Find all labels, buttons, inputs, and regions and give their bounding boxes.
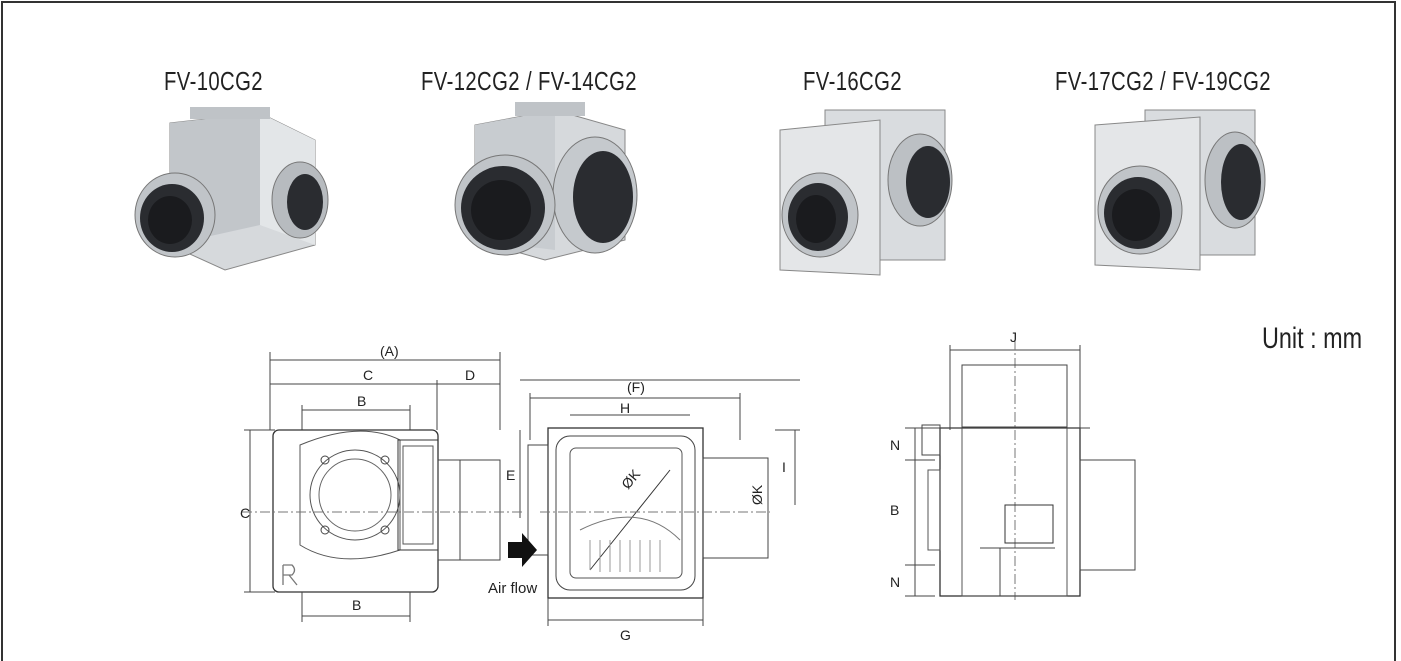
dim-label-b-bottom: B [352,597,361,613]
dim-label-k-diag: ØK [618,466,644,492]
dim-label-b-top: B [357,393,366,409]
dim-label-a: (A) [380,343,399,359]
model-title-fv-17cg2-fv-19cg2: FV-17CG2 / FV-19CG2 [1055,66,1271,96]
product-image-fv-12cg2-fv-14cg2 [454,102,638,261]
dim-label-h: H [620,400,630,416]
dim-label-g: G [620,627,631,643]
product-image-fv-17cg2-fv-19cg2 [1094,109,1266,271]
dim-label-d: D [465,367,475,383]
dim-label-k-side: ØK [749,484,765,505]
dim-label-j: J [1010,329,1017,345]
product-image-fv-16cg2 [779,109,953,276]
dim-label-n-bottom: N [890,574,900,590]
dim-label-c-left: C [240,505,250,521]
dim-label-n-top: N [890,437,900,453]
unit-label: Unit : mm [1262,322,1363,355]
airflow-arrow-icon [508,533,537,567]
drawing-side-view [520,379,800,626]
dim-label-i: I [782,459,786,475]
dim-label-c: C [363,367,373,383]
drawing-top-view [242,352,525,622]
drawing-front-view [905,340,1136,600]
airflow-label: Air flow [488,580,537,597]
model-title-fv-16cg2: FV-16CG2 [803,66,902,96]
model-title-fv-10cg2: FV-10CG2 [164,66,263,96]
dim-label-f: (F) [627,379,645,395]
model-title-fv-12cg2-fv-14cg2: FV-12CG2 / FV-14CG2 [421,66,637,96]
dim-label-e: E [506,467,515,483]
dim-label-b-front: B [890,502,899,518]
product-image-fv-10cg2 [134,107,329,271]
